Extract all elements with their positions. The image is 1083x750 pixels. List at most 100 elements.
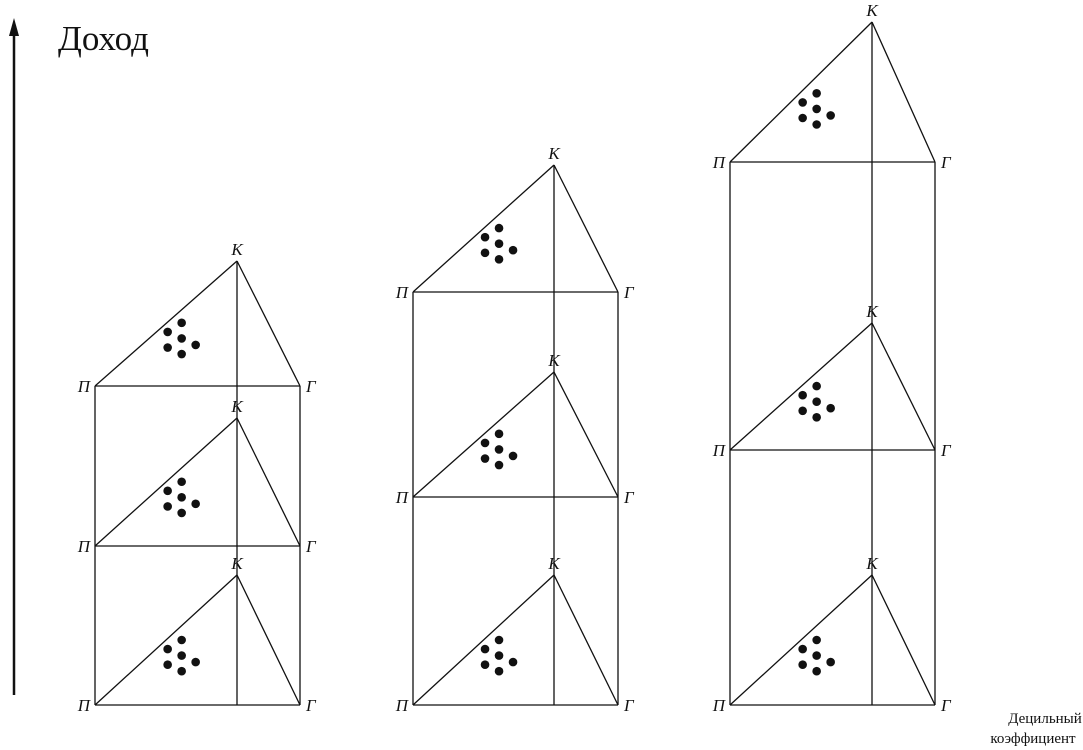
population-dot [480,232,490,242]
population-dot [177,635,186,645]
triangle-left-side [412,574,555,706]
population-dot [494,239,504,249]
triangle-right-side [236,574,301,706]
vertex-label-k: К [547,554,561,573]
triangle-right-side [553,371,619,498]
triangle-right-side [871,322,936,451]
population-dot [812,635,821,645]
population-dot [480,454,490,463]
population-dot [798,644,807,654]
population-dot [163,502,172,511]
triangle-left-side [94,260,238,387]
population-dot [494,460,504,470]
vertex-label-g: Г [940,153,952,172]
triangle-left-side [729,574,873,706]
triangle-right-side [236,417,301,547]
population-dot [494,666,504,676]
triangle-right-side [236,260,301,387]
population-dot [177,477,186,487]
population-dot [798,113,807,123]
vertex-label-p: П [77,696,92,715]
population-dot [826,403,835,413]
triangle-right-side [553,164,619,293]
vertex-label-k: К [230,554,244,573]
vertex-label-g: Г [305,377,317,396]
population-dot [494,255,504,264]
vertex-label-k: К [230,397,244,416]
population-dot [812,120,821,129]
population-dot [480,438,490,448]
y-axis: Доход [9,18,149,695]
population-dot [508,657,518,667]
population-dot [191,499,200,509]
population-dot [480,644,490,654]
population-dot [177,334,186,343]
triangle-left-side [412,371,555,498]
population-dot [163,660,172,669]
population-dot [494,429,504,439]
population-dot [480,660,490,669]
population-dot [798,390,807,400]
population-dot [812,413,821,422]
population-dot [177,508,186,518]
vertex-label-g: Г [623,488,635,507]
vertex-label-p: П [395,488,410,507]
population-dot [177,349,186,359]
population-dot [798,98,807,107]
triangle-level-3: К П Г [712,1,952,172]
vertex-label-g: Г [940,696,952,715]
population-dot [812,381,821,391]
vertex-label-p: П [712,153,727,172]
population-dot [798,406,807,416]
triangle-right-side [871,21,936,163]
population-dot [163,486,172,496]
population-dot [798,660,807,669]
vertex-label-k: К [865,1,879,20]
population-dot [494,445,504,454]
triangle-right-side [553,574,619,706]
population-dot [494,223,504,233]
triangle-left-side [729,21,873,163]
population-dot [812,104,821,114]
population-dot [163,343,172,352]
population-dot [191,340,200,350]
population-dot [494,635,504,645]
population-dot [812,397,821,407]
population-dot [508,451,518,461]
population-dot [163,644,172,654]
triangle-left-side [412,164,555,293]
x-axis-label-line1: Децильный [1008,711,1082,727]
x-axis-label-line2: коэффициент [990,731,1076,747]
vertex-label-p: П [712,441,727,460]
population-dot [177,651,186,660]
vertex-label-g: Г [623,283,635,302]
y-axis-arrowhead [9,18,19,36]
vertex-label-p: П [395,696,410,715]
population-dot [480,248,490,258]
vertex-label-g: Г [940,441,952,460]
vertex-label-p: П [77,377,92,396]
population-dot [177,318,186,328]
population-dot [163,327,172,337]
triangle-level-2: К П Г [712,302,952,460]
y-axis-label: Доход [58,19,149,58]
triangle-left-side [729,322,873,451]
population-dot [812,89,821,98]
vertex-label-k: К [547,351,561,370]
vertex-label-g: Г [305,696,317,715]
vertex-label-k: К [865,302,879,321]
population-dot [508,245,518,255]
vertex-label-p: П [77,537,92,556]
vertex-label-p: П [395,283,410,302]
population-dot [812,651,821,660]
triangle-right-side [871,574,936,706]
population-dot [191,657,200,667]
